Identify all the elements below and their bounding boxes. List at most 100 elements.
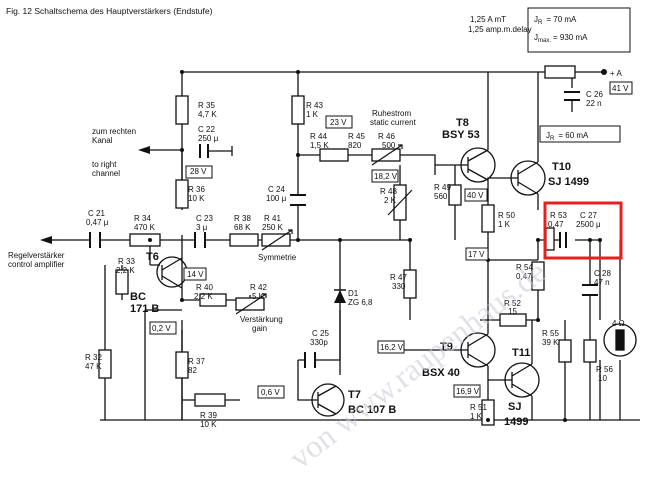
r33-resistor	[115, 269, 129, 295]
component-label: C 24	[268, 185, 285, 194]
component-label: 250 μ	[198, 134, 219, 143]
r37-resistor	[175, 351, 189, 379]
speaker	[603, 323, 637, 357]
component-label: 10 K	[200, 420, 217, 429]
component-label: + A	[610, 69, 622, 78]
r49-resistor	[448, 184, 462, 206]
component-label: R 45	[348, 132, 365, 141]
r34-resistor	[129, 233, 161, 247]
component-label: control amplifier	[8, 260, 65, 269]
component-label: 22 n	[586, 99, 602, 108]
component-label: Ruhestrom	[372, 109, 411, 118]
component-label: static current	[370, 118, 417, 127]
component-label: 47 n	[594, 278, 610, 287]
component-label: 18,2 V	[374, 172, 398, 181]
component-label: R 51	[470, 403, 487, 412]
component-label: Kanal	[92, 136, 113, 145]
component-label: R 32	[85, 353, 102, 362]
component-label: R 39	[200, 411, 217, 420]
c28-capacitor	[582, 284, 598, 296]
component-label: T6	[146, 251, 159, 263]
component-label: R 46	[378, 132, 395, 141]
component-label: T8	[456, 117, 469, 129]
component-label: R 36	[188, 185, 205, 194]
component-label: R 42	[250, 283, 267, 292]
component-label: JR= 70 mA	[534, 15, 577, 26]
component-label: 16,2 V	[380, 343, 404, 352]
component-label: R 56	[596, 365, 613, 374]
component-label: T11	[512, 347, 530, 359]
component-label: 10 K	[188, 194, 205, 203]
component-label: 0,6 V	[261, 388, 280, 397]
component-label: BC 107 B	[348, 404, 396, 416]
component-label: 0,47	[548, 220, 564, 229]
component-label: SJ	[508, 401, 521, 413]
component-label: 0,47 μ	[86, 218, 109, 227]
component-label: 2500 μ	[576, 220, 601, 229]
component-label: 250 K	[262, 223, 284, 232]
component-label: to right	[92, 160, 117, 169]
component-label: 330p	[310, 338, 328, 347]
r53-resistor	[545, 227, 555, 251]
c27-capacitor	[559, 232, 567, 248]
component-label: 16,9 V	[456, 387, 480, 396]
component-label: 500	[382, 141, 396, 150]
component-label: channel	[92, 169, 120, 178]
r43-resistor	[291, 95, 305, 125]
component-label: R 43	[306, 101, 323, 110]
component-label: BC	[130, 291, 146, 303]
component-label: 3 μ	[196, 223, 208, 232]
component-label: T10	[552, 161, 571, 173]
component-label: 1 K	[306, 110, 319, 119]
component-label: C 22	[198, 125, 215, 134]
component-label: Verstärkung	[240, 315, 283, 324]
component-label: Regelverstärker	[8, 251, 65, 260]
r55-resistor	[558, 339, 572, 363]
component-label: 17 V	[468, 250, 485, 259]
component-label: 82	[188, 366, 197, 375]
c25-capacitor	[304, 352, 316, 368]
component-label: R 52	[504, 299, 521, 308]
component-label: R 41	[264, 214, 281, 223]
component-label: 28 V	[190, 167, 207, 176]
component-label: C 21	[88, 209, 105, 218]
component-label: 560	[434, 192, 448, 201]
c26-capacitor	[564, 91, 580, 101]
r50-resistor	[481, 204, 495, 233]
component-label: C 26	[586, 90, 603, 99]
r38-resistor	[229, 233, 259, 247]
component-label: 1,25 amp.m.delay	[468, 25, 532, 34]
component-label: zum rechten	[92, 127, 136, 136]
fuse	[544, 65, 576, 79]
component-label: 15	[508, 307, 517, 316]
component-label: BSX 40	[422, 367, 460, 379]
highlight-box	[543, 201, 623, 260]
component-label: 100 μ	[266, 194, 287, 203]
component-label: 39 K	[542, 338, 559, 347]
r44-resistor	[319, 148, 349, 162]
component-label: 330	[392, 282, 406, 291]
component-label: C 28	[594, 269, 611, 278]
component-label: 68 K	[234, 223, 251, 232]
component-label: R 44	[310, 132, 327, 141]
component-label: R 38	[234, 214, 251, 223]
component-label: C 27	[580, 211, 597, 220]
component-label: 41 V	[612, 84, 629, 93]
component-label: R 40	[196, 283, 213, 292]
r40-resistor	[199, 293, 227, 307]
component-label: 1499	[504, 416, 528, 428]
component-label: 470 K	[134, 223, 156, 232]
c22-capacitor	[199, 144, 209, 158]
component-label: 2,2 K	[116, 266, 135, 275]
component-label: T9	[440, 341, 453, 353]
component-label: 2 K	[384, 196, 397, 205]
component-label: R 55	[542, 329, 559, 338]
component-label: R 37	[188, 357, 205, 366]
r35-resistor	[175, 95, 189, 125]
component-label: R 49	[434, 183, 451, 192]
component-label: gain	[252, 324, 267, 333]
r36-resistor	[175, 179, 189, 209]
r54-resistor	[531, 261, 545, 291]
r51-resistor	[481, 399, 495, 426]
